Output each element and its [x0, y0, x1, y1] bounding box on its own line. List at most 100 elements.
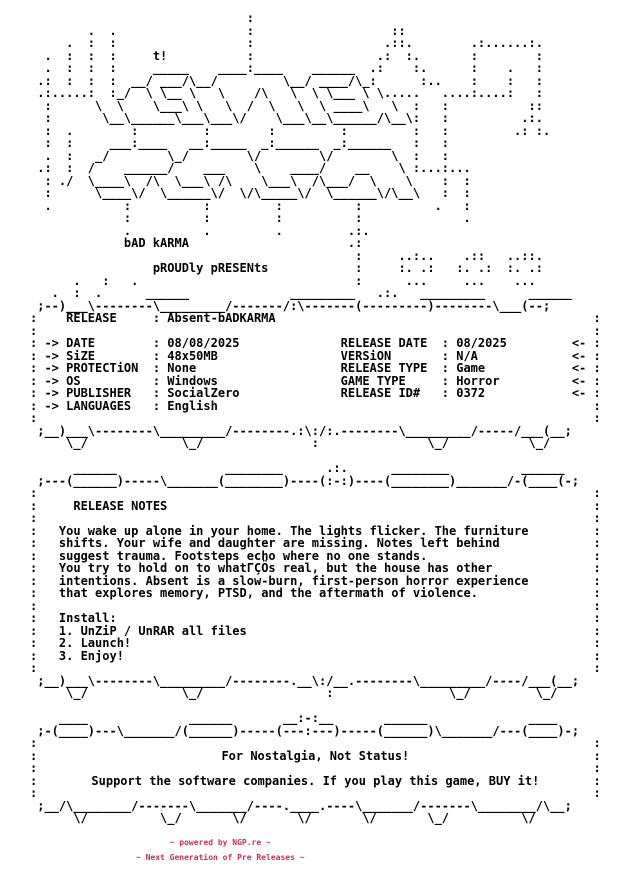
notes-body-line: : suggest trauma. Footsteps echo where n… — [30, 548, 601, 563]
spacer — [37, 537, 59, 550]
spacer — [37, 575, 59, 588]
spacer — [59, 387, 66, 400]
box-border: : — [593, 548, 601, 563]
box-blank-line: : : — [30, 762, 601, 775]
box-border: : — [593, 636, 601, 650]
box-blank-line: : : — [30, 512, 601, 525]
footer-tagline: ~ Next Generation of Pre Releases ~ — [135, 852, 305, 862]
arrow-left-icon: <- — [571, 336, 587, 350]
ornament-icon: .: — [347, 236, 363, 250]
box-blank-line: : : — [30, 662, 601, 675]
box-border: : — [593, 748, 601, 763]
box-border: : — [30, 573, 38, 588]
footer: ~ powered by NGP.re ~ ~ Next Generation … — [30, 835, 410, 865]
field-value: None — [167, 361, 197, 375]
spacer — [37, 612, 59, 625]
notes-text: intentions. Absent is a slow-burn, first… — [58, 573, 529, 588]
box-border: : — [30, 636, 38, 650]
field-label: GAME TYPE — [340, 373, 406, 388]
box-border: : — [30, 773, 38, 788]
info-row-protection: : -> PROTECTiON : None RELEASE TYPE : Ga… — [30, 362, 601, 375]
box-blank-line: : : — [30, 787, 601, 800]
box-border: : — [593, 648, 601, 663]
spacer — [37, 350, 44, 363]
field-label: PUBLISHER — [66, 386, 132, 400]
notes-body-line: : intentions. Absent is a slow-burn, fir… — [30, 573, 601, 588]
field-label: RELEASE TYPE — [340, 361, 428, 375]
field-value: 0372 — [456, 386, 486, 400]
install-step-text: 3. Enjoy! — [58, 648, 124, 663]
field-value: Windows — [167, 373, 218, 388]
install-step-text: 1. UnZiP / UnRAR all files — [58, 623, 247, 638]
box-border: : — [593, 611, 601, 625]
release-title-row: : RELEASE : Absent-bADKARMA : — [30, 312, 601, 325]
spacer — [59, 350, 66, 363]
ornament-icon: : :. .: :. .: :. .: — [355, 261, 543, 275]
box-border: : — [593, 561, 601, 575]
notes-text: that explores memory, PTSD, and the afte… — [58, 586, 478, 600]
box-border: : — [30, 623, 38, 638]
spacer — [268, 262, 355, 275]
slogan-line: : For Nostalgia, Not Status! : — [30, 748, 601, 763]
box-border: : — [593, 736, 601, 750]
box-border: : — [593, 498, 601, 513]
box-border: : — [593, 623, 601, 638]
field-value: SocialZero — [167, 386, 240, 400]
field-label: VERSiON — [340, 348, 392, 363]
info-row-languages: : -> LANGUAGES : English : — [30, 398, 601, 413]
support-text: Support the software companies. If you p… — [91, 773, 540, 788]
spacer — [59, 400, 66, 413]
box-border: : — [593, 373, 601, 388]
spacer — [37, 525, 59, 538]
arrow-left-icon: <- — [571, 361, 587, 375]
field-label: OS — [66, 373, 81, 388]
ornament-tail: . : . : ... ... ... — [30, 273, 536, 288]
separator: : — [441, 348, 457, 363]
spacer — [37, 375, 44, 388]
box-border: : — [593, 323, 601, 338]
install-title-row: : Install: : — [30, 612, 601, 625]
install-step: : 2. Launch! : — [30, 637, 601, 650]
spacer — [37, 650, 59, 663]
field-label: DATE — [66, 336, 96, 350]
field-value: 48x50MB — [167, 348, 218, 363]
arrow-right-icon: -> — [44, 398, 59, 413]
box-border: : — [593, 573, 601, 588]
box-border: : — [30, 586, 38, 600]
box-border: : — [30, 323, 38, 338]
box-border: : — [30, 336, 38, 350]
install-step: : 3. Enjoy! : — [30, 648, 601, 663]
box-border: : — [593, 586, 601, 600]
spacer — [37, 587, 59, 600]
box-border: : — [593, 361, 601, 375]
box-border: : — [593, 523, 601, 538]
spacer — [312, 375, 341, 388]
box-border: : — [593, 598, 601, 613]
spacer — [37, 312, 66, 325]
separator: : — [441, 336, 457, 350]
spacer — [37, 387, 44, 400]
separator: : — [152, 311, 168, 325]
info-row-size: : -> SiZE : 48x50MB VERSiON : N/A <- : — [30, 348, 601, 363]
notes-body-line: : that explores memory, PTSD, and the af… — [30, 587, 601, 600]
box-border: : — [30, 486, 38, 500]
box-border: : — [30, 548, 38, 563]
release-notes-box: : : : RELEASE NOTES : : : : You wake up … — [30, 487, 601, 675]
spacer — [59, 337, 66, 350]
field-value: 08/2025 — [456, 336, 507, 350]
arrow-left-icon: <- — [571, 373, 587, 388]
box-border: : — [30, 411, 38, 425]
ascii-logo: : . . : :: . : : : .::. .:......:. . : :… — [37, 11, 551, 238]
install-title: Install: — [58, 611, 117, 625]
box-border: : — [593, 511, 601, 525]
release-info-top-border: . : . ______ _________ .:. _________ ___… — [37, 286, 572, 313]
spacer — [37, 550, 59, 563]
arrow-left-icon: <- — [571, 348, 587, 363]
box-border: : — [30, 786, 38, 800]
box-border: : — [30, 398, 38, 413]
group-name: bAD kARMA — [123, 236, 189, 250]
slogan-box: : : : For Nostalgia, Not Status! : : : :… — [30, 737, 601, 800]
box-border: : — [30, 523, 38, 538]
spacer — [37, 562, 59, 575]
arrow-right-icon: -> — [44, 361, 59, 375]
